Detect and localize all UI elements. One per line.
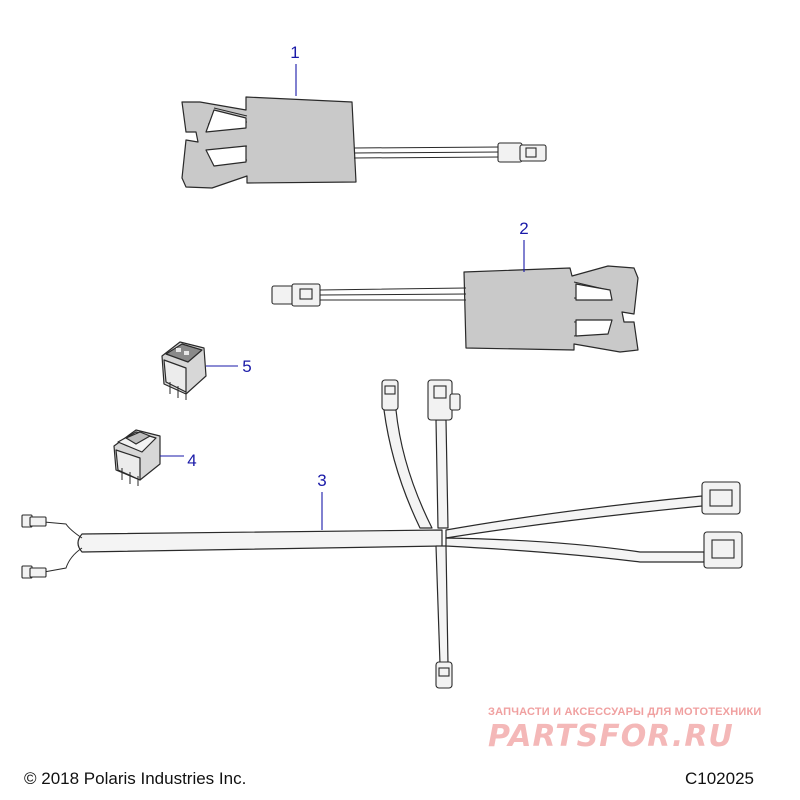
rocker-switch-4[interactable] (113, 429, 161, 486)
diagram-id: C102025 (684, 769, 754, 788)
copyright-text: © 2018 Polaris Industries Inc. (24, 769, 247, 788)
watermark-logo: PARTSFOR.RU (488, 719, 734, 754)
callout-number-3[interactable]: 3 (317, 471, 326, 490)
callout-number-2[interactable]: 2 (519, 219, 528, 238)
heater-pad-2[interactable] (271, 265, 639, 353)
rocker-switch-5[interactable] (161, 341, 207, 400)
callout-number-1[interactable]: 1 (290, 43, 299, 62)
callout-number-5[interactable]: 5 (242, 357, 251, 376)
watermark-tagline: ЗАПЧАСТИ И АКСЕССУАРЫ ДЛЯ МОТОТЕХНИКИ (488, 706, 762, 718)
heater-pad-1[interactable] (181, 96, 547, 189)
callout-number-4[interactable]: 4 (187, 451, 196, 470)
wiring-harness-3[interactable] (21, 379, 743, 689)
callouts: 1 2 3 4 5 (160, 43, 529, 530)
